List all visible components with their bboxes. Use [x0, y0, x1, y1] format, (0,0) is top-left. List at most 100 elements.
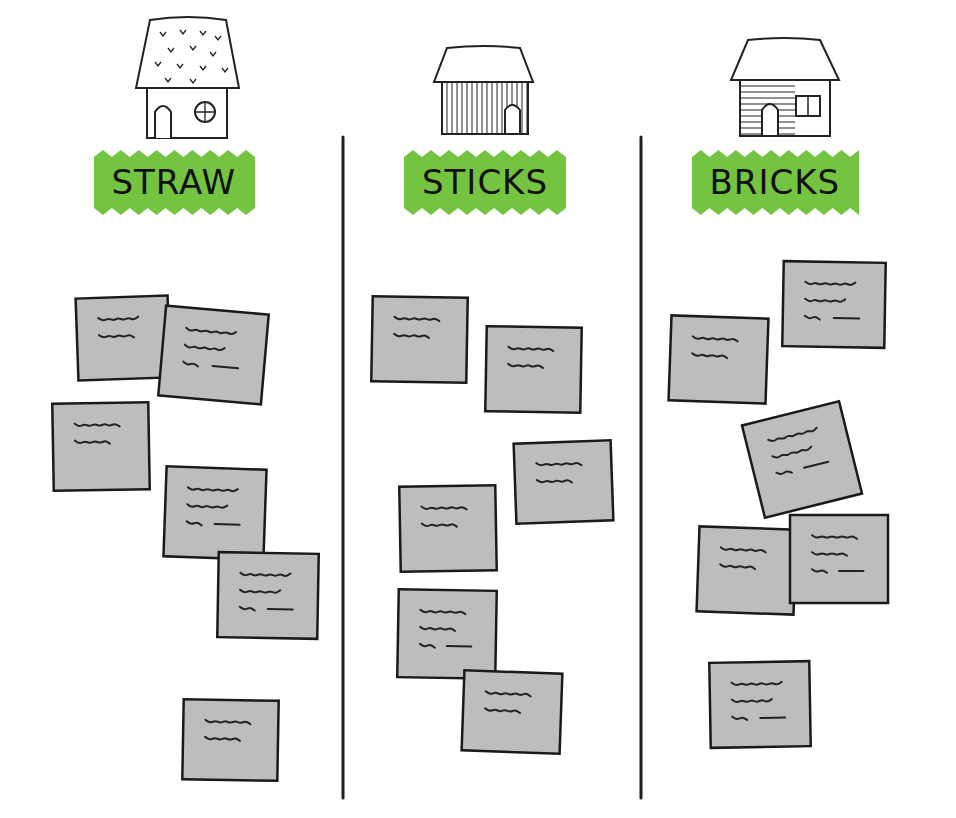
note-paper — [182, 699, 278, 781]
column-dividers — [343, 137, 641, 798]
note-paper — [397, 589, 497, 679]
scribble-line — [186, 328, 236, 335]
stick-line — [452, 83, 453, 133]
stick-line — [527, 83, 528, 133]
note-paper — [782, 261, 885, 348]
sticks-wall — [442, 82, 528, 134]
scribble-line — [485, 708, 520, 713]
note-paper — [52, 402, 150, 491]
highlight-shape — [692, 150, 859, 215]
sticky-note — [399, 485, 496, 572]
scribble-line — [693, 336, 738, 341]
scribble-line — [205, 720, 250, 724]
note-paper — [485, 326, 581, 413]
straw-wall — [147, 88, 227, 138]
note-paper — [158, 306, 268, 405]
bricks-wall — [740, 80, 830, 136]
highlight-shape — [404, 150, 566, 215]
bricks-roof — [731, 38, 839, 80]
column-heading: STRAW — [112, 162, 237, 203]
column-heading: BRICKS — [710, 162, 841, 203]
sticky-note — [485, 326, 581, 413]
scribble-line — [692, 353, 727, 358]
stick-line — [462, 83, 463, 133]
stick-line — [477, 83, 478, 133]
scribble-line — [772, 447, 811, 459]
note-paper — [697, 526, 797, 614]
scribble-line — [205, 737, 240, 741]
divider-line — [342, 137, 345, 798]
bricks-house — [731, 38, 839, 136]
scribble-line — [508, 347, 553, 351]
brick-line — [741, 92, 795, 93]
scribble-line — [536, 462, 581, 467]
note-paper — [76, 295, 171, 380]
brick-line — [741, 86, 795, 87]
scribble-line — [422, 523, 457, 527]
sticky-note — [742, 401, 862, 517]
scribble-line — [394, 317, 439, 321]
sticky-note — [158, 306, 268, 405]
scribble-line — [768, 428, 817, 442]
divider-line — [640, 137, 643, 798]
straw-house — [136, 17, 239, 138]
scribble-line — [812, 569, 864, 573]
note-paper — [709, 661, 810, 748]
scribble-line — [805, 299, 845, 302]
sticky-note — [709, 661, 810, 748]
scribble-line — [183, 362, 238, 370]
scribble-line — [776, 460, 828, 476]
scribble-line — [98, 317, 138, 321]
sticks-roof — [434, 46, 533, 82]
note-paper — [462, 670, 563, 753]
note-paper — [163, 466, 266, 559]
note-paper — [790, 515, 888, 603]
sticky-note — [217, 552, 318, 639]
sticky-note — [52, 402, 150, 491]
scribble-line — [240, 573, 290, 576]
note-paper — [669, 315, 769, 403]
scribble-line — [508, 364, 543, 368]
scribble-line — [805, 282, 855, 285]
scribble-line — [187, 504, 227, 508]
scribble-line — [75, 423, 120, 427]
stick-line — [497, 83, 498, 133]
highlight-shape — [94, 150, 255, 215]
scribble-line — [240, 607, 293, 612]
window — [796, 96, 820, 116]
sticky-note — [163, 466, 266, 559]
scribble-line — [188, 487, 238, 491]
scribble-line — [812, 535, 857, 539]
door — [762, 104, 778, 136]
scribble-line — [537, 479, 572, 484]
scribble-line — [420, 627, 455, 631]
stick-texture — [447, 83, 527, 133]
stick-line — [487, 83, 488, 133]
stick-line — [492, 83, 493, 133]
round-window — [195, 102, 215, 122]
sticky-notes — [52, 261, 888, 781]
scribble-line — [732, 699, 772, 702]
stick-line — [472, 83, 473, 133]
scribble-line — [732, 682, 782, 685]
note-paper — [371, 296, 467, 383]
note-paper — [399, 485, 496, 572]
sticky-note — [397, 589, 497, 679]
scribble-line — [420, 610, 465, 614]
heading-band: STRAW — [94, 152, 255, 213]
heading-band: BRICKS — [692, 152, 859, 213]
scribble-line — [721, 547, 766, 552]
door — [155, 106, 171, 138]
straw-texture — [155, 30, 228, 83]
scribble-line — [394, 334, 429, 338]
heading-band: STICKS — [404, 152, 566, 213]
scribble-line — [187, 521, 240, 526]
stick-line — [482, 83, 483, 133]
sticky-note — [371, 296, 467, 383]
note-paper — [514, 440, 614, 523]
sticky-note — [697, 526, 797, 614]
brick-line — [741, 98, 795, 99]
straw-roof — [136, 17, 239, 88]
sticky-note — [669, 315, 769, 403]
stick-line — [467, 83, 468, 133]
